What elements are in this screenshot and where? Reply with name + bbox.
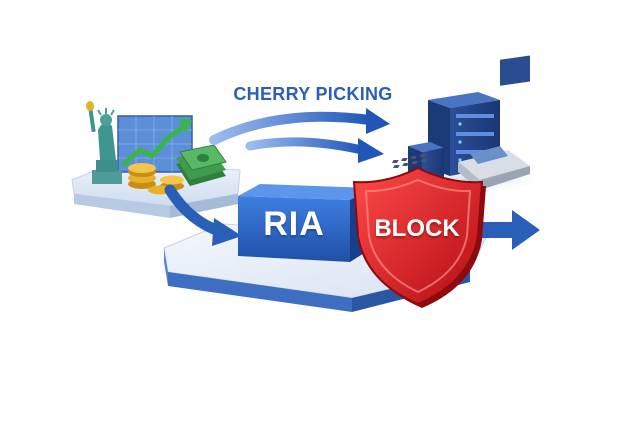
statue-of-liberty-icon [86,101,122,184]
red-shield-icon [352,166,486,308]
arrow-head-icon [512,210,540,250]
input-arrow [164,184,242,246]
ria-box-label: RIA [263,205,325,243]
cherry-picking-arrows [209,108,390,163]
cherry-picking-caption: CHERRY PICKING [233,84,393,104]
rising-chart-icon [117,115,193,173]
arrow-head-icon [358,138,384,163]
arrow-head-icon [212,218,242,246]
arrow-head-icon [366,108,390,134]
cash-stack-icon [176,144,227,186]
block-shield-label: BLOCK [374,215,460,242]
